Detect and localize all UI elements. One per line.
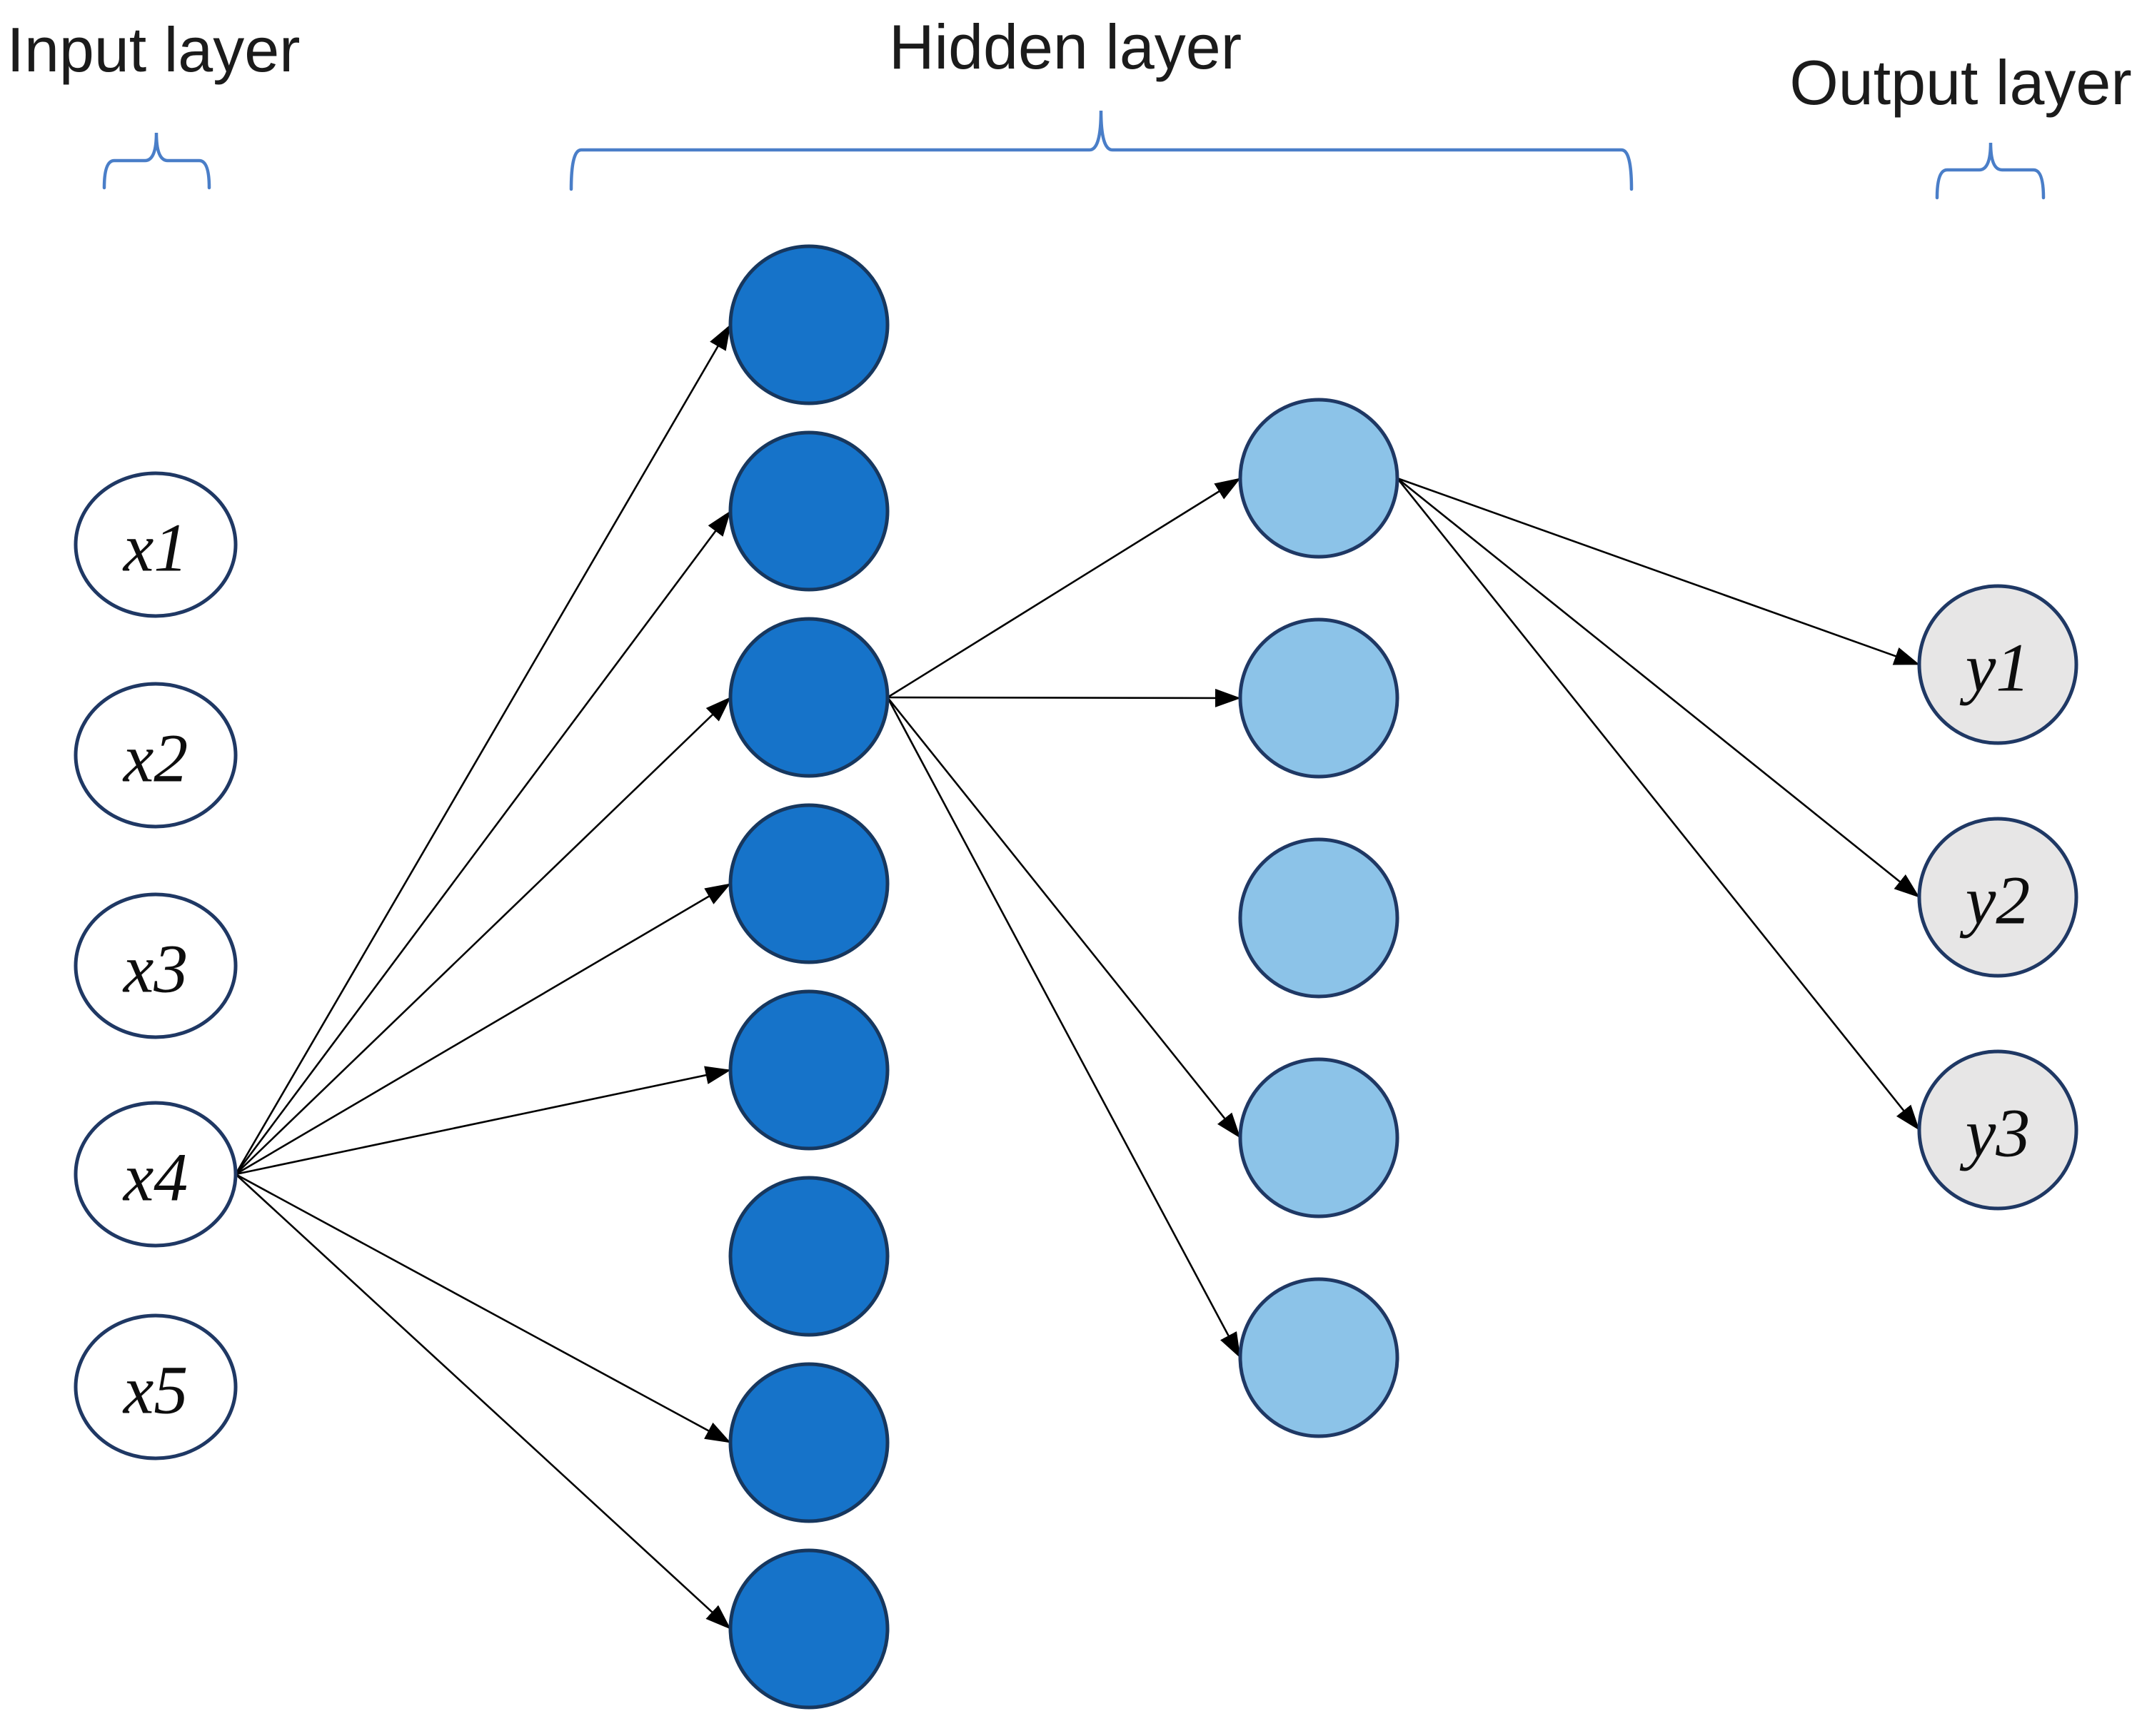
- node-x3: [74, 892, 238, 1039]
- node-g5: [1238, 1277, 1399, 1438]
- node-g1: [1238, 398, 1399, 559]
- node-label-x5: x5: [122, 1351, 188, 1428]
- node-h7: [728, 1362, 890, 1523]
- node-h5: [728, 989, 890, 1151]
- output-layer-label: Output layer: [1789, 47, 2131, 118]
- node-label-x1: x1: [122, 509, 188, 585]
- hidden-layer-label: Hidden layer: [889, 11, 1242, 82]
- node-h8: [728, 1548, 890, 1710]
- edge-x4-h5: [235, 1066, 731, 1176]
- node-label-y2: y2: [1959, 862, 2031, 938]
- edge-h3-g2: [887, 688, 1241, 707]
- node-x5: [74, 1313, 238, 1460]
- edge-x4-h2: [234, 510, 732, 1175]
- input-layer-label: Input layer: [7, 14, 301, 85]
- node-label-y1: y1: [1959, 629, 2031, 705]
- node-x1: [74, 471, 238, 618]
- node-h2: [728, 430, 890, 592]
- edge-x4-h3: [235, 697, 731, 1175]
- node-label-x3: x3: [122, 930, 188, 1006]
- node-g4: [1238, 1057, 1399, 1218]
- output-brace: [1935, 142, 2046, 200]
- node-g3: [1238, 837, 1399, 999]
- node-label-x2: x2: [122, 720, 188, 796]
- edge-h3-g1: [887, 477, 1241, 699]
- hidden-brace: [569, 110, 1634, 191]
- edge-h3-g5: [886, 697, 1242, 1358]
- node-y1: [1917, 584, 2078, 745]
- brace-layer: [102, 110, 2046, 200]
- node-label-x4: x4: [122, 1139, 188, 1215]
- edge-x4-h4: [235, 882, 731, 1176]
- node-h3: [728, 617, 890, 778]
- node-h4: [728, 803, 890, 964]
- edge-g1-y3: [1396, 478, 1921, 1131]
- edge-layer: [234, 324, 1921, 1630]
- edge-x4-h8: [235, 1174, 731, 1630]
- node-y2: [1917, 817, 2078, 978]
- node-x2: [74, 682, 238, 829]
- node-y3: [1917, 1049, 2078, 1211]
- node-h6: [728, 1176, 890, 1337]
- edge-h3-g4: [886, 697, 1242, 1139]
- edge-g1-y1: [1397, 477, 1920, 666]
- node-label-y3: y3: [1959, 1094, 2031, 1171]
- input-brace: [102, 132, 211, 190]
- edge-x4-h7: [235, 1173, 731, 1444]
- node-g2: [1238, 617, 1399, 779]
- node-h1: [728, 244, 890, 405]
- node-layer: x1 x2 x3 x4 x5 y1 y2 y3: [74, 244, 2078, 1710]
- edge-g1-y2: [1397, 477, 1920, 899]
- node-x4: [74, 1101, 238, 1248]
- edge-x4-h1: [234, 324, 732, 1175]
